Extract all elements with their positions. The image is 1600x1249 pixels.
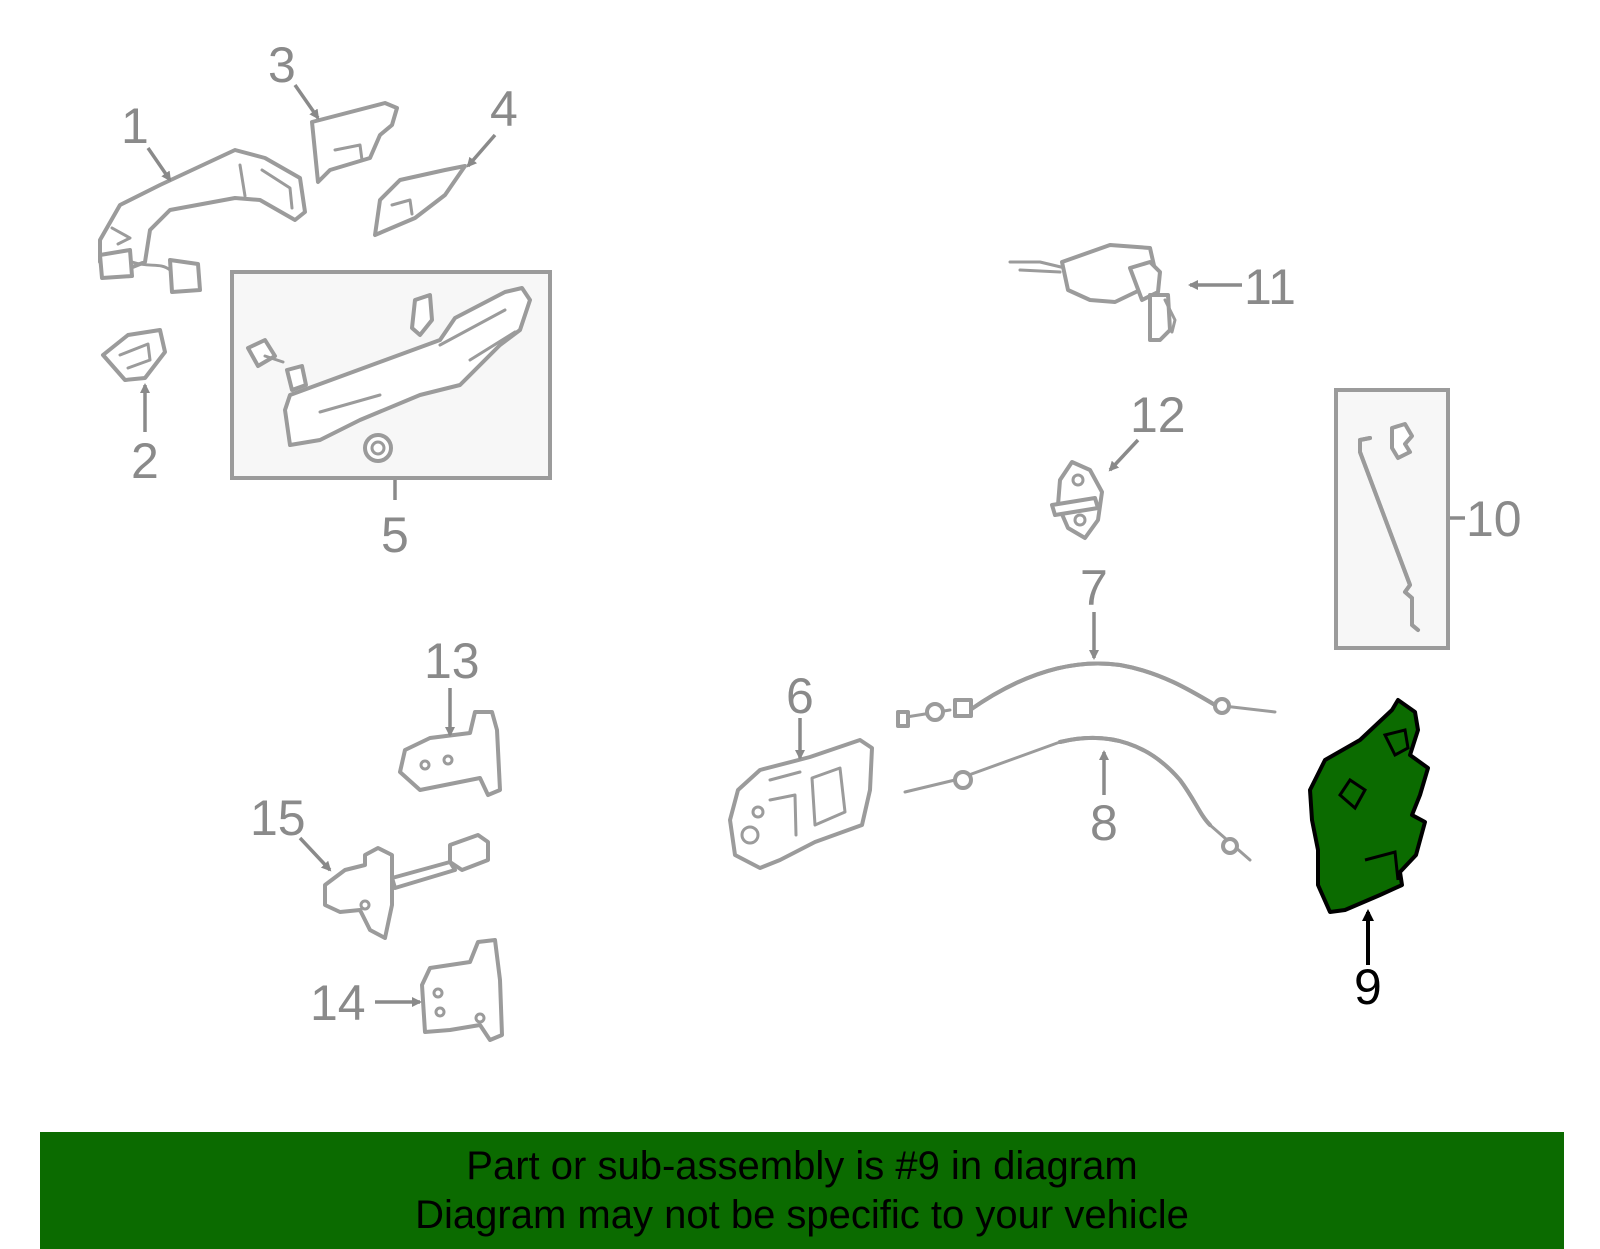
callout-8: 8 <box>1090 795 1118 851</box>
callout-14: 14 <box>310 975 366 1031</box>
part-11-lock-cylinder[interactable] <box>1008 243 1177 342</box>
callout-11: 11 <box>1244 259 1296 315</box>
callout-labels: 1 2 3 4 5 6 7 8 9 10 11 12 13 14 15 <box>121 37 1522 1031</box>
part-14-hinge[interactable] <box>420 938 504 1042</box>
callout-13: 13 <box>424 633 480 689</box>
info-banner: Part or sub-assembly is #9 in diagram Di… <box>40 1132 1564 1249</box>
part-13-hinge[interactable] <box>398 710 502 797</box>
part-12-striker[interactable] <box>1050 460 1104 540</box>
banner-line-1: Part or sub-assembly is #9 in diagram <box>466 1144 1138 1188</box>
callout-6: 6 <box>786 668 814 724</box>
part-7-cable[interactable] <box>896 661 1277 728</box>
part-5-handle-frame[interactable] <box>230 270 552 480</box>
callout-4: 4 <box>490 81 518 137</box>
part-4-pad[interactable] <box>373 164 467 237</box>
callout-5: 5 <box>381 507 409 563</box>
callout-1: 1 <box>121 98 149 154</box>
callout-7: 7 <box>1080 560 1108 616</box>
banner-line-2: Diagram may not be specific to your vehi… <box>415 1193 1189 1237</box>
callout-15: 15 <box>250 790 306 846</box>
part-3-cap[interactable] <box>310 101 399 184</box>
part-1-outside-handle[interactable] <box>98 148 307 294</box>
part-6-inside-handle[interactable] <box>728 738 874 870</box>
part-10-rod[interactable] <box>1334 388 1450 650</box>
part-2-cover[interactable] <box>101 328 167 382</box>
callout-2: 2 <box>131 433 159 489</box>
part-9-door-lock-actuator[interactable] <box>1308 698 1430 914</box>
callout-10: 10 <box>1466 491 1522 547</box>
callout-3: 3 <box>268 37 296 93</box>
callout-9: 9 <box>1354 959 1382 1015</box>
leader-arrows <box>140 83 1465 1007</box>
part-8-cable[interactable] <box>903 735 1252 862</box>
part-15-check-link[interactable] <box>323 833 490 940</box>
callout-12: 12 <box>1130 387 1186 443</box>
